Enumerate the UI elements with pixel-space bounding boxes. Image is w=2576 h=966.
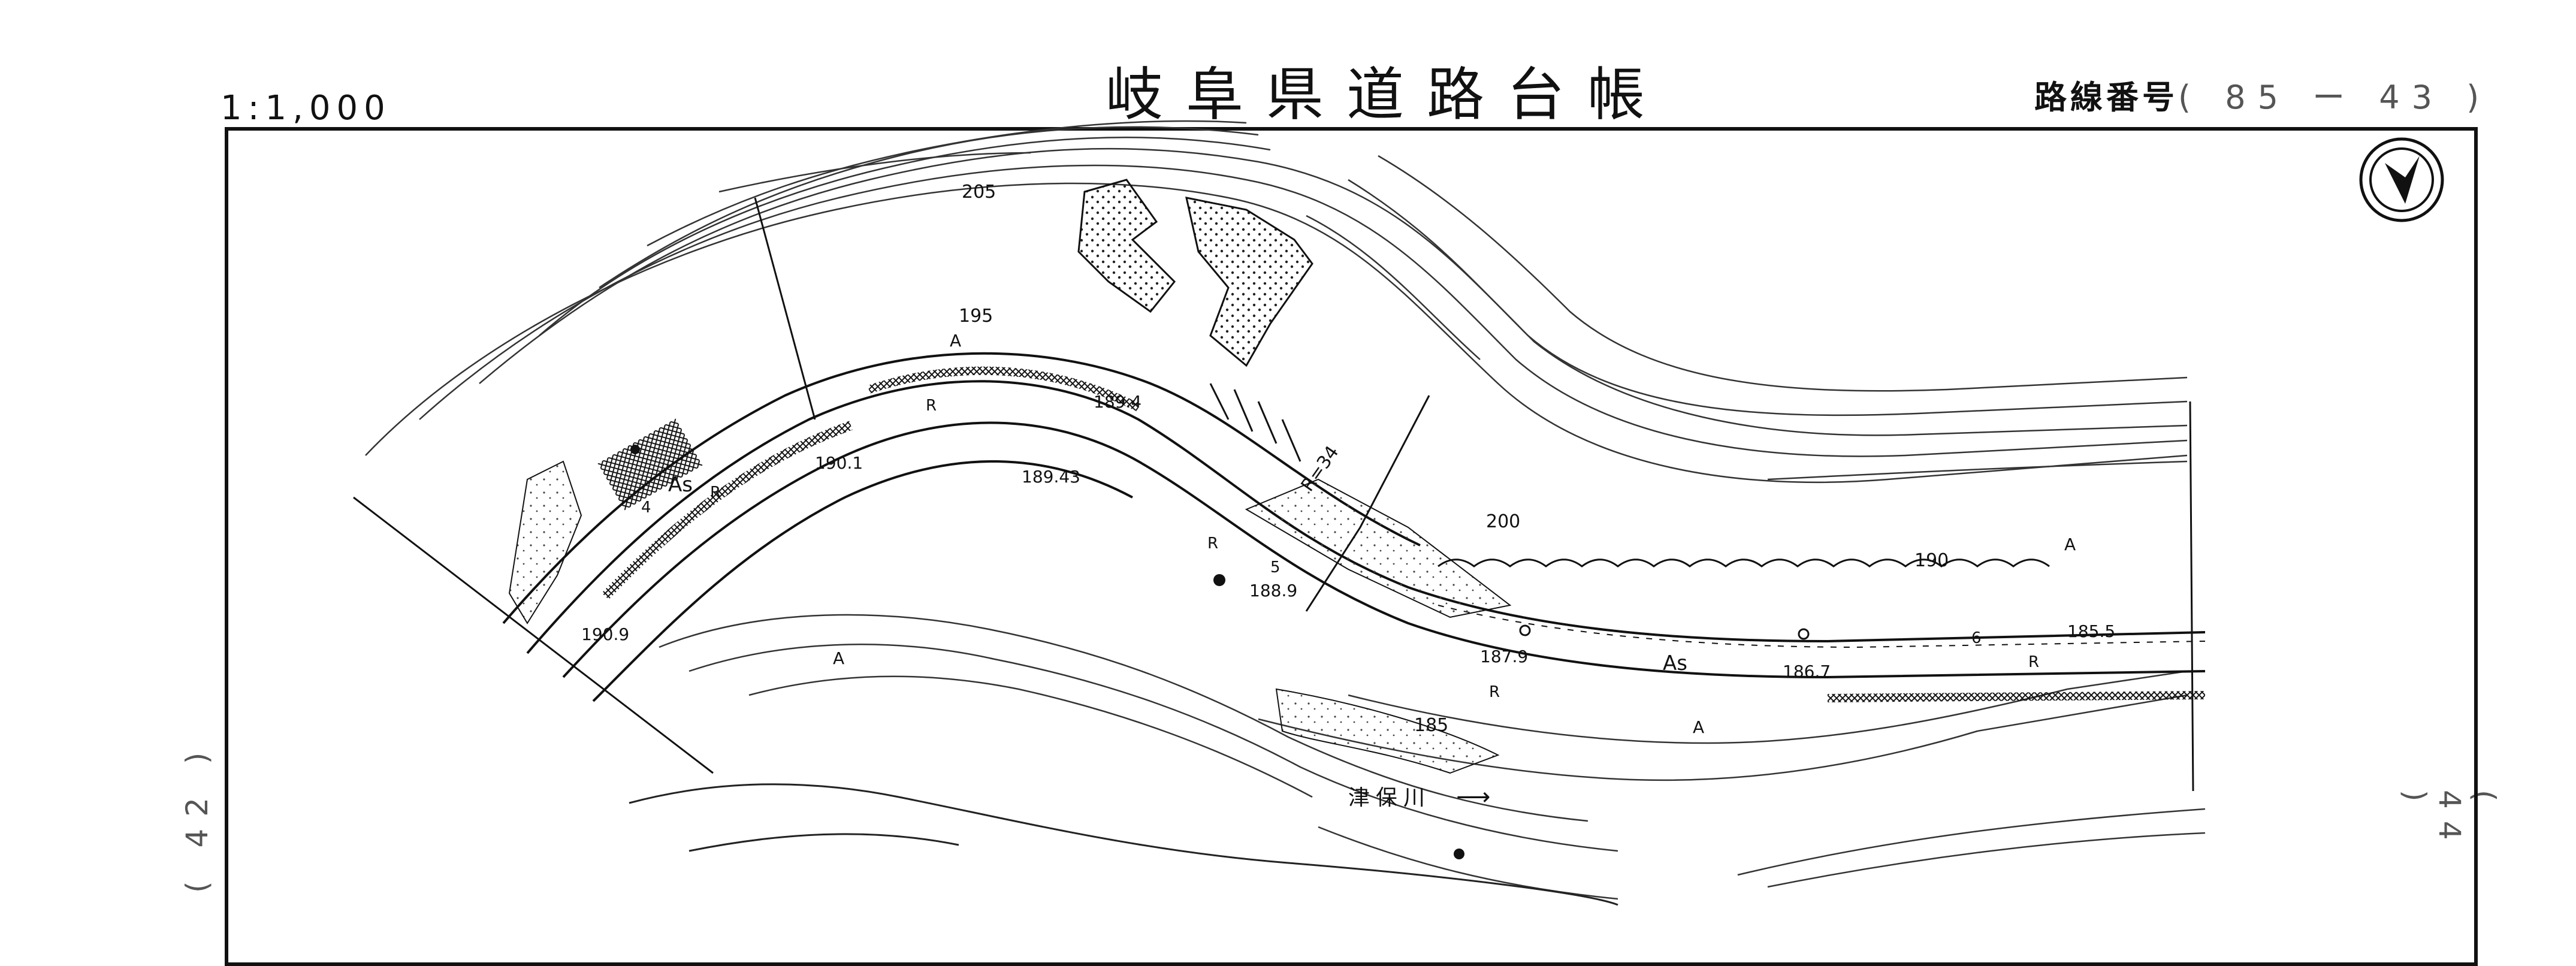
boundary-lines <box>353 197 2194 792</box>
elevation-label: 190.1 <box>815 453 863 473</box>
contour-label: 205 <box>962 182 996 203</box>
road-mark: R <box>2028 653 2039 671</box>
river-name: 津保川 <box>1348 786 1431 810</box>
elevation-label: 188.9 <box>1249 581 1297 600</box>
river <box>629 783 1618 906</box>
elevation-label: 189.43 <box>1022 467 1080 487</box>
route-label: 路線番号 <box>2034 79 2178 116</box>
terrain-mark: A <box>833 648 844 668</box>
elevation-label: 189.4 <box>1094 392 1141 412</box>
dotted-area <box>1245 478 1512 618</box>
road-mark: R <box>710 484 721 502</box>
road-map-drawing: 205 195 200 190 185 189.4 190.1 189.43 1… <box>353 120 2444 906</box>
retaining-wall <box>1209 383 2050 567</box>
elevation-label: 186.7 <box>1783 662 1831 681</box>
contour-label: 200 <box>1486 511 1520 532</box>
road-mark: R <box>926 397 937 415</box>
terrain-mark: A <box>950 331 961 351</box>
retaining-wall <box>597 418 703 511</box>
map-scale: 1:1,000 <box>221 89 391 128</box>
terrain-mark: A <box>1693 717 1704 737</box>
elevation-label: 187.9 <box>1480 647 1528 666</box>
dotted-area <box>1275 688 1500 774</box>
road-curb <box>867 366 1141 412</box>
width-label: 4 <box>641 499 651 517</box>
contour-lines <box>365 120 2206 900</box>
contour-label: 185 <box>1414 715 1448 736</box>
dotted-area <box>508 460 582 624</box>
road-curb <box>1827 691 2206 702</box>
contour-label: 190 <box>1914 550 1949 571</box>
road-mark: R <box>1489 683 1500 701</box>
river-flow-arrow: ⟶ <box>1456 783 1490 811</box>
elevation-label: 190.9 <box>581 624 629 644</box>
contour-label: 195 <box>959 306 993 327</box>
survey-points <box>630 445 1810 859</box>
north-arrow-icon <box>2359 137 2444 222</box>
route-number-label: 路線番号( 85 ー 43 ) <box>2034 71 2491 118</box>
road-surface-label: As <box>668 473 693 497</box>
dotted-area <box>1077 179 1176 313</box>
road-surface-label: As <box>1663 651 1687 675</box>
page-title: 岐阜県道路台帳 <box>1106 61 1668 128</box>
map-labels: 205 195 200 190 185 189.4 190.1 189.43 1… <box>581 182 2115 811</box>
dotted-area <box>1185 197 1313 367</box>
terrain-mark: A <box>2064 535 2076 554</box>
width-label: 5 <box>1270 559 1281 576</box>
elevation-label: 185.5 <box>2067 621 2115 641</box>
road-curb <box>602 421 853 600</box>
route-number: ( 85 ー 43 ) <box>2178 79 2492 116</box>
width-label: 6 <box>1971 629 1982 647</box>
road-mark: R <box>1207 535 1218 553</box>
